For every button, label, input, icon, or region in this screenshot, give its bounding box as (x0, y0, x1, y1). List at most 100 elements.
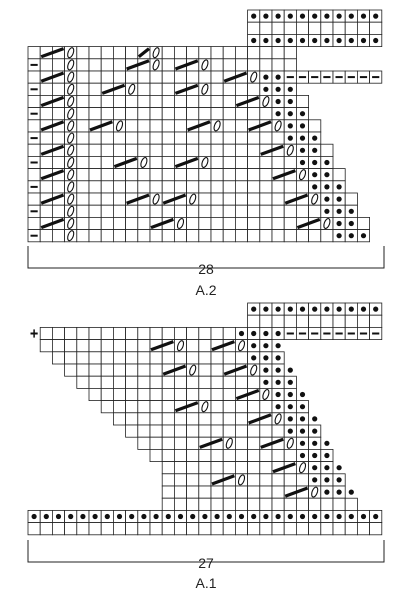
purl-dot (275, 355, 281, 361)
grid-cell (88, 95, 102, 109)
purl-dot (287, 98, 293, 105)
grid-cell (88, 204, 102, 218)
grid-cell (259, 131, 273, 145)
cable-oval (189, 364, 197, 376)
purl-dot (324, 477, 330, 483)
grid-cell (247, 424, 261, 438)
grid-cell (76, 82, 90, 96)
grid-cell (161, 229, 175, 243)
purl-dot (275, 367, 281, 373)
grid-cell (27, 46, 41, 60)
cable-bar (211, 474, 235, 486)
purl-dot (104, 513, 110, 520)
grid-cell (271, 46, 285, 60)
cable-oval (311, 193, 319, 205)
grid-cell (161, 522, 175, 536)
grid-cell (259, 46, 273, 60)
purl-dot (202, 513, 208, 520)
grid-cell (247, 168, 261, 182)
grid-cell (161, 46, 175, 60)
chart-a1-stitch-count: 27 (198, 555, 214, 571)
grid-cell (149, 155, 163, 169)
cable-bar (126, 59, 150, 71)
grid-cell (39, 229, 53, 243)
grid-cell (222, 119, 236, 133)
grid-cell (320, 522, 334, 536)
grid-cell (52, 326, 66, 340)
grid-cell (88, 180, 102, 194)
grid-cell (137, 339, 151, 353)
cable-bar (223, 71, 248, 83)
grid-cell (332, 314, 346, 328)
purl-dot (324, 489, 330, 495)
grid-cell (100, 375, 114, 389)
grid-cell (247, 82, 261, 96)
grid-cell (39, 155, 53, 169)
purl-dot (336, 184, 342, 190)
grid-cell (39, 82, 53, 96)
grid-cell (259, 473, 273, 487)
grid-cell (52, 522, 66, 536)
grid-cell (113, 46, 127, 60)
grid-cell (247, 375, 261, 389)
grid-cell (332, 497, 346, 511)
grid-cell (295, 180, 309, 194)
purl-dot (251, 306, 257, 312)
grid-cell (234, 412, 248, 426)
grid-cell (76, 351, 90, 365)
grid-cell (198, 204, 212, 218)
grid-cell (39, 522, 53, 536)
grid-cell (173, 131, 187, 145)
grid-cell (64, 522, 78, 536)
grid-cell (173, 95, 187, 109)
grid-cell (271, 192, 285, 206)
grid-cell (173, 204, 187, 218)
grid-cell (100, 95, 114, 109)
grid-cell (161, 461, 175, 475)
grid-cell (125, 107, 139, 121)
purl-dot (324, 159, 330, 166)
cable-bar (272, 462, 296, 474)
grid-cell (186, 339, 200, 353)
grid-cell (149, 229, 163, 243)
grid-cell (113, 412, 127, 426)
grid-cell (234, 131, 248, 145)
grid-cell (222, 424, 236, 438)
grid-cell (125, 143, 139, 157)
grid-cell (27, 95, 41, 109)
grid-cell (76, 339, 90, 353)
grid-cell (271, 485, 285, 499)
grid-cell (100, 387, 114, 401)
cable-oval (67, 59, 75, 71)
grid-cell (100, 131, 114, 145)
grid-cell (149, 180, 163, 194)
grid-cell (149, 436, 163, 450)
grid-cell (125, 522, 139, 536)
grid-cell (344, 314, 358, 328)
grid-cell (125, 363, 139, 377)
grid-cell (27, 70, 41, 84)
grid-cell (149, 131, 163, 145)
cable-oval (237, 474, 246, 486)
grid-cell (137, 326, 151, 340)
grid-cell (39, 204, 53, 218)
purl-dot (263, 513, 269, 520)
grid-cell (283, 58, 297, 72)
cable-bar (235, 95, 260, 108)
grid-cell (271, 155, 285, 169)
grid-cell (113, 216, 127, 230)
cable-bar (150, 340, 174, 352)
grid-cell (198, 473, 212, 487)
purl-dot (312, 147, 318, 153)
grid-cell (137, 119, 151, 133)
grid-cell (76, 375, 90, 389)
grid-cell (173, 351, 187, 365)
purl-dot (360, 233, 367, 239)
grid-cell (198, 326, 212, 340)
grid-cell (247, 216, 261, 230)
chart-a2-grid (27, 9, 383, 243)
grid-cell (125, 180, 139, 194)
grid-cell (113, 143, 127, 157)
grid-cell (198, 216, 212, 230)
grid-cell (173, 424, 187, 438)
